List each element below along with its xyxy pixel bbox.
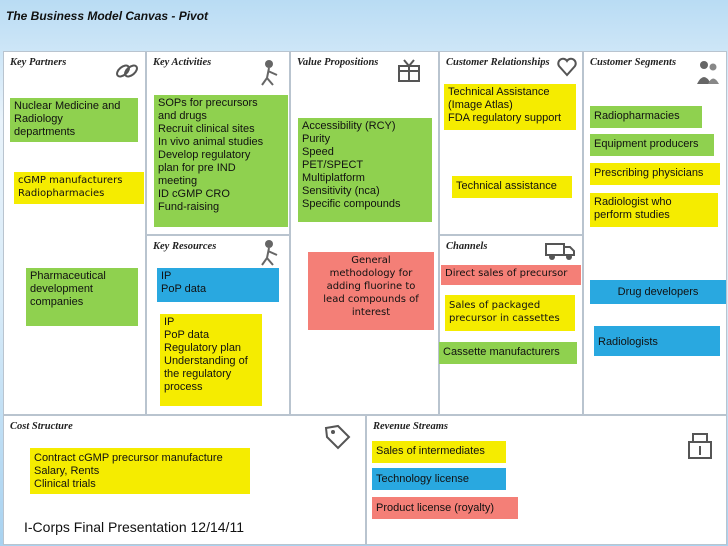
note-ip-regulatory: IP PoP data Regulatory plan Understandin… <box>160 314 262 406</box>
note-tech-assistance-atlas: Technical Assistance (Image Atlas) FDA r… <box>444 84 576 130</box>
note-radiopharmacies: Radiopharmacies <box>590 106 702 128</box>
note-cgmp-manufacturers: cGMP manufacturers Radiopharmacies <box>14 172 144 204</box>
note-tech-assistance: Technical assistance <box>452 176 572 198</box>
gift-box-icon <box>398 59 420 82</box>
note-direct-sales: Direct sales of precursor <box>441 265 581 285</box>
value-propositions-box: Value Propositions <box>290 51 439 415</box>
revenue-streams-title: Revenue Streams <box>373 421 448 432</box>
money-bag-icon <box>688 433 712 459</box>
note-key-activities: SOPs for precursors and drugs Recruit cl… <box>154 95 288 227</box>
note-radiologists: Radiologists <box>594 326 720 356</box>
worker-icon <box>261 60 278 86</box>
key-activities-title: Key Activities <box>153 57 212 68</box>
note-cassette-manufacturers: Cassette manufacturers <box>439 342 577 364</box>
heart-icon <box>557 57 577 77</box>
customer-relationships-title: Customer Relationships <box>446 57 550 68</box>
footer-text: I-Corps Final Presentation 12/14/11 <box>24 519 244 535</box>
cost-structure-title: Cost Structure <box>10 421 73 432</box>
note-ip-pop: IP PoP data <box>157 268 279 302</box>
note-drug-developers: Drug developers <box>590 280 726 304</box>
note-radiologist-studies: Radiologist who perform studies <box>590 193 718 227</box>
note-prescribing-physicians: Prescribing physicians <box>590 163 720 185</box>
note-sales-intermediates: Sales of intermediates <box>372 441 506 463</box>
value-propositions-title: Value Propositions <box>297 57 379 68</box>
note-nuclear-medicine: Nuclear Medicine and Radiology departmen… <box>10 98 138 142</box>
key-resources-title: Key Resources <box>153 241 217 252</box>
canvas-title: The Business Model Canvas - Pivot <box>6 9 209 23</box>
people-icon <box>697 61 719 84</box>
note-contract-cgmp: Contract cGMP precursor manufacture Sala… <box>30 448 250 494</box>
customer-segments-title: Customer Segments <box>590 57 677 68</box>
channels-title: Channels <box>446 241 488 252</box>
worker-icon <box>261 240 278 266</box>
price-tag-icon <box>324 424 351 450</box>
key-partners-title: Key Partners <box>10 57 67 68</box>
note-packaged-precursor: Sales of packaged precursor in cassettes <box>445 295 575 331</box>
chain-link-icon <box>116 64 138 78</box>
note-product-license: Product license (royalty) <box>372 497 518 519</box>
note-technology-license: Technology license <box>372 468 506 490</box>
note-value-props: Accessibility (RCY) Purity Speed PET/SPE… <box>298 118 432 222</box>
note-equipment-producers: Equipment producers <box>590 134 714 156</box>
customer-relationships-box: Customer Relationships <box>439 51 583 235</box>
note-pharma-companies: Pharmaceutical development companies <box>26 268 138 326</box>
note-general-methodology: General methodology for adding fluorine … <box>308 252 434 330</box>
delivery-truck-icon <box>545 243 575 260</box>
